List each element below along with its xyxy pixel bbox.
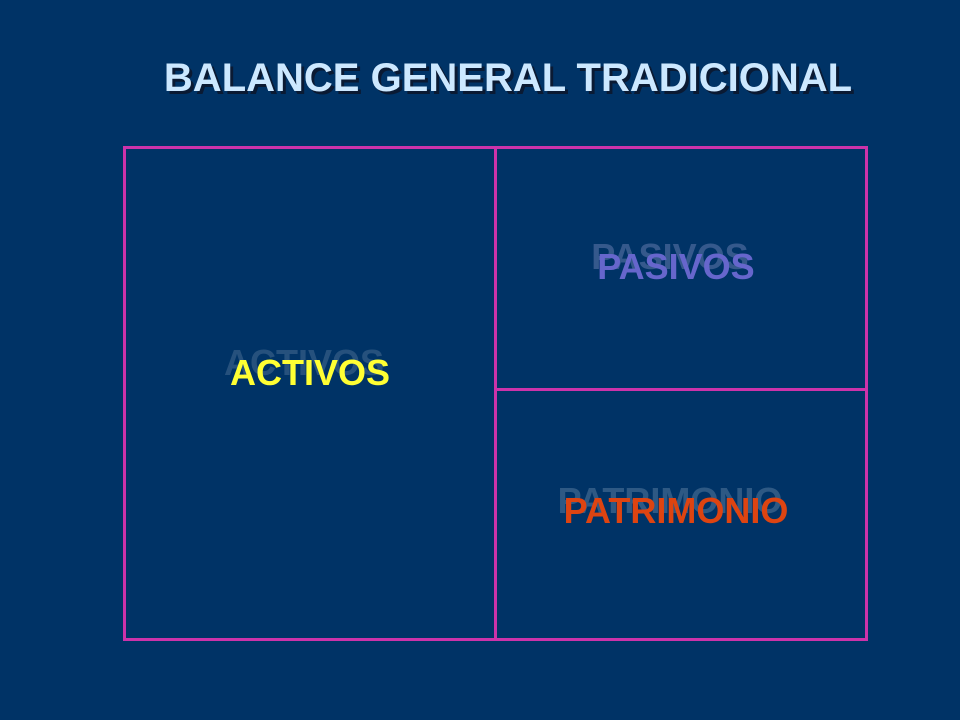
pasivos-label-shadow: PASIVOS <box>591 236 749 277</box>
patrimonio-label-wrap: PATRIMONIO PATRIMONIO <box>558 480 789 532</box>
activos-label: ACTIVOS <box>229 352 390 393</box>
horizontal-divider <box>494 388 868 391</box>
patrimonio-label-shadow: PATRIMONIO <box>557 480 783 521</box>
page-title: BALANCE GENERAL TRADICIONAL <box>163 56 853 100</box>
pasivos-label-wrap: PASIVOS PASIVOS <box>591 236 755 288</box>
activos-label-shadow: ACTIVOS <box>223 342 384 383</box>
patrimonio-cell: PATRIMONIO PATRIMONIO <box>497 480 855 532</box>
activos-label-wrap: ACTIVOS ACTIVOS <box>224 342 390 394</box>
pasivos-label: PASIVOS <box>597 246 755 287</box>
pasivos-cell: PASIVOS PASIVOS <box>497 236 855 288</box>
activos-cell: ACTIVOS ACTIVOS <box>126 342 494 394</box>
patrimonio-label: PATRIMONIO <box>563 490 789 531</box>
vertical-divider <box>494 146 497 641</box>
